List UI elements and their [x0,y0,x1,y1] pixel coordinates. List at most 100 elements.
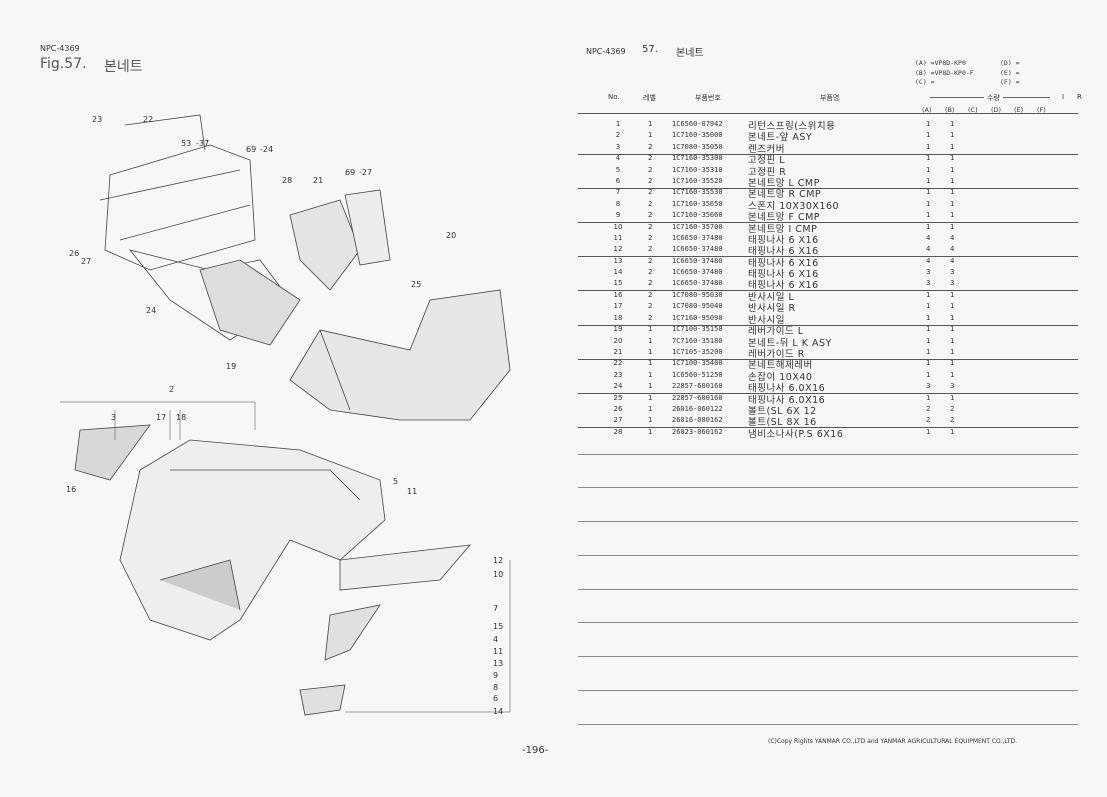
row-qty-a: 3 [926,279,931,288]
callout: 11 [407,487,417,496]
group-divider [578,187,1078,189]
group-divider [578,153,1078,155]
row-part-no: 1C6560-51250 [672,370,723,379]
row-no: 2 [615,131,621,140]
row-qty-a: 1 [926,188,931,197]
row-no: 18 [613,313,623,322]
callout: 4 [493,635,498,644]
row-level: 2 [648,313,653,322]
group-divider [578,222,1078,223]
blank-row-line [578,690,1078,691]
row-qty-a: 1 [926,291,931,299]
row-part-name: 본네트해제레버 [748,360,813,372]
callout: 6 [493,694,498,703]
callout: 9 [493,671,498,680]
row-part-no: 1C7160-35520 [672,176,723,185]
row-part-no: 26023-060162 [672,427,723,436]
row-qty-a: 1 [926,131,931,140]
blank-row-line [578,454,1078,455]
row-level: 1 [648,382,653,390]
row-qty-b: 1 [950,165,955,174]
row-qty-b: 1 [950,393,955,402]
row-no: 24 [613,382,623,390]
blank-row-line [578,622,1078,623]
row-level: 2 [648,165,653,174]
row-qty-a: 3 [926,268,931,277]
right-doc-code: NPC-4369 [586,47,626,56]
row-part-no: 1C7100-35400 [672,359,723,368]
group-divider [578,393,1078,394]
row-qty-b: 1 [950,291,955,299]
row-qty-b: 3 [950,279,955,288]
row-qty-b: 1 [950,427,955,436]
row-part-no: 1C7160-35300 [672,154,723,163]
group-divider [578,358,1078,360]
row-part-name: 고정핀 L [748,155,786,167]
row-qty-a: 1 [926,427,931,436]
row-level: 1 [648,393,653,402]
blank-row-line [578,589,1078,590]
row-part-no: 1C6650-37480 [672,233,723,242]
figure-title: Fig.57. [40,56,87,72]
row-qty-b: 1 [950,222,955,231]
row-no: 14 [613,268,623,277]
callout: 12 [493,556,503,565]
row-no: 26 [613,404,623,413]
row-no: 22 [613,359,623,368]
row-qty-b: 1 [950,370,955,379]
row-part-no: 26016-080162 [672,416,723,425]
row-part-name: 볼트(SL 8X 16 [748,417,817,429]
callout: 8 [493,683,498,692]
row-no: 28 [613,427,623,436]
section-name: 본네트 [676,48,704,59]
row-part-no: 22857-600160 [672,382,723,390]
row-part-name: 본네트-앞 ASY [748,132,813,144]
row-no: 15 [613,279,623,288]
row-qty-b: 1 [950,336,955,345]
row-qty-b: 1 [950,302,955,311]
row-qty-a: 1 [926,302,931,311]
row-no: 27 [613,416,623,425]
callout: -27 [359,168,372,177]
row-qty-a: 1 [926,165,931,174]
page-number: -196- [522,745,549,756]
row-part-name: 스폰지 10X30X160 [748,200,840,212]
row-level: 2 [648,279,653,288]
row-no: 19 [613,325,623,334]
qty-col-header: (F) [1037,106,1046,114]
header-qty: 수량 [984,93,1003,103]
callout: 21 [313,176,323,185]
figure-name: 본네트 [104,59,143,75]
row-no: 21 [613,347,623,356]
group-divider [578,256,1078,258]
qty-col-header: (D) [991,106,1002,114]
row-part-name: 본네트망 I CMP [748,223,818,235]
row-no: 17 [613,302,623,311]
blank-row-line [578,656,1078,657]
row-qty-a: 1 [926,176,931,185]
row-qty-a: 2 [926,404,931,413]
row-qty-a: 4 [926,233,931,242]
blank-row-line [578,724,1078,725]
row-level: 2 [648,188,653,197]
qty-col-header: (C) [968,106,978,114]
row-qty-b: 1 [950,120,955,128]
callout: 13 [493,659,503,668]
row-part-no: 1C6650-37480 [672,279,723,288]
row-level: 2 [648,176,653,185]
copyright: (C)Copy Rights YANMAR CO.,LTD and YANMAR… [768,738,1018,745]
